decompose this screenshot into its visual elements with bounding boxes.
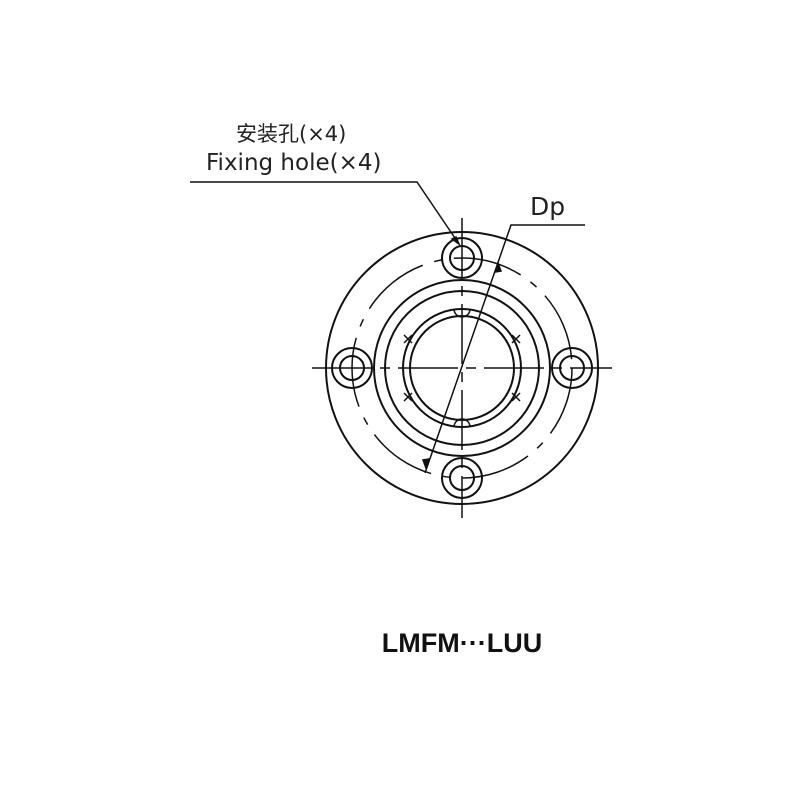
bolt-circle: [351, 257, 573, 479]
ball-tracks: [403, 308, 521, 428]
fixing-hole-label-en: Fixing hole(×4): [206, 150, 382, 176]
housing-inner-ring: [384, 290, 540, 446]
fixing-holes: [331, 237, 593, 499]
dp-dimension-line: [421, 224, 585, 474]
fixing-hole-label-cn: 安装孔(×4): [236, 122, 347, 146]
centerlines: [312, 218, 612, 518]
pitch-diameter-label: Dp: [530, 192, 566, 221]
seal-ring: [402, 308, 522, 428]
fixing-hole-leader: [190, 181, 461, 247]
bore-circle: [409, 315, 515, 421]
housing-outer-ring: [373, 279, 551, 457]
model-title: LMFM···LUU: [381, 628, 543, 658]
flange-outer-circle: [325, 231, 599, 505]
